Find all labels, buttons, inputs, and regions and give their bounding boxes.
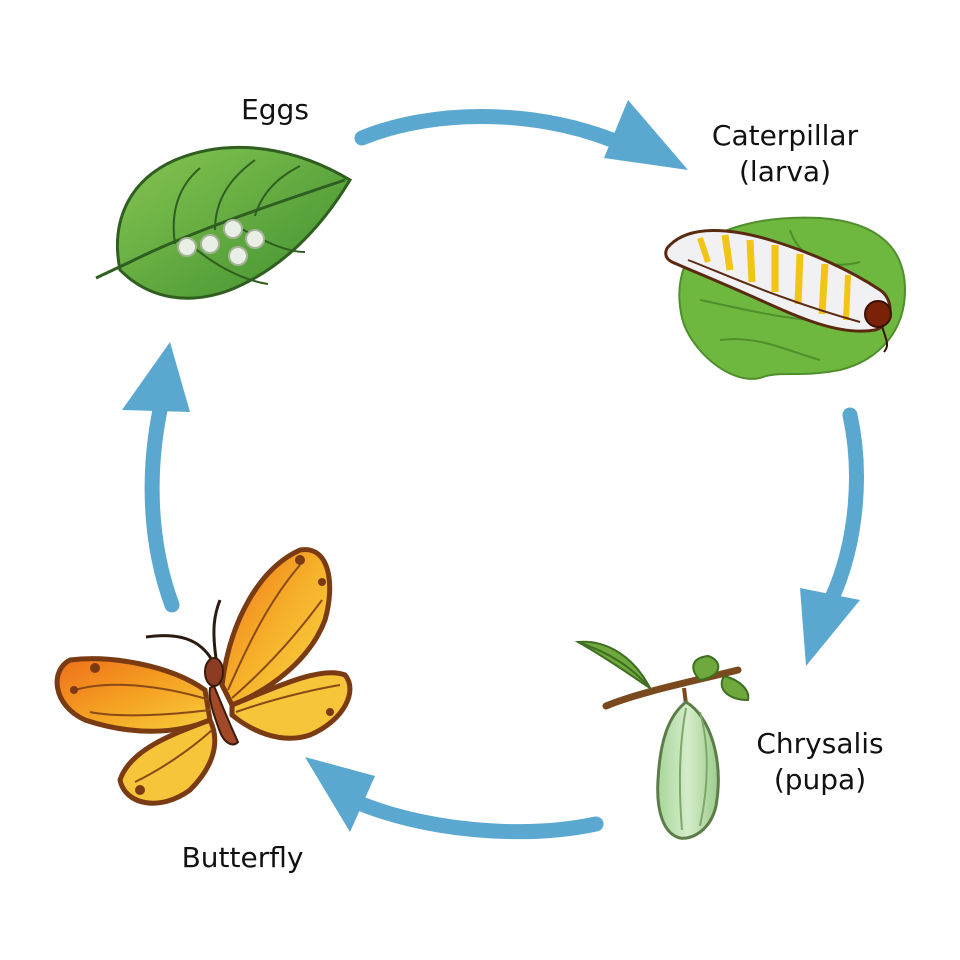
- stage-label-eggs: Eggs: [215, 92, 335, 128]
- chrysalis-illustration: [574, 640, 750, 840]
- caterpillar-illustration: [664, 216, 907, 380]
- chrysalis-label-line1: Chrysalis: [756, 727, 884, 760]
- stage-label-caterpillar: Caterpillar (larva): [690, 118, 880, 190]
- butterfly-illustration: [54, 547, 353, 806]
- chrysalis-label-line2: (pupa): [773, 763, 867, 796]
- arrow-caterpillar-to-chrysalis: [800, 407, 864, 666]
- eggs-label: Eggs: [241, 93, 309, 126]
- arrow-eggs-to-caterpillar: [354, 100, 688, 170]
- arrow-chrysalis-to-butterfly: [305, 757, 604, 840]
- stage-label-butterfly: Butterfly: [160, 840, 325, 876]
- stage-label-chrysalis: Chrysalis (pupa): [735, 726, 905, 798]
- eggs-leaf-illustration: [95, 145, 353, 300]
- arrow-butterfly-to-eggs: [122, 342, 190, 613]
- caterpillar-label-line1: Caterpillar: [711, 119, 859, 152]
- butterfly-label: Butterfly: [181, 841, 304, 874]
- caterpillar-label-line2: (larva): [738, 155, 832, 188]
- caterpillar-body: [664, 229, 892, 353]
- egg-cluster: [177, 219, 265, 266]
